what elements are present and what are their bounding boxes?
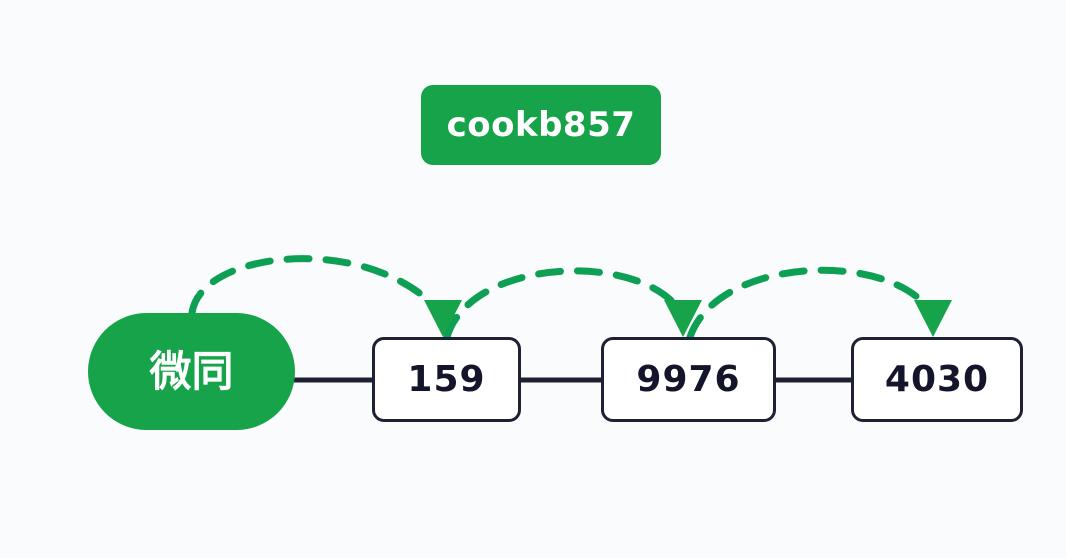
sequence-node-1[interactable]: 159 [372,337,521,422]
sequence-node-1-label: 159 [407,358,486,400]
sequence-node-2-label: 9976 [636,358,741,400]
root-node-label: 微同 [149,346,234,396]
arrowhead-icon-4030 [914,300,952,337]
arc-arrow-root-to-159 [188,255,444,317]
sequence-node-2[interactable]: 9976 [601,337,776,422]
root-node[interactable]: 微同 [88,313,295,430]
arc-arrow-9976-to-4030 [686,266,935,341]
title-badge: cookb857 [421,85,661,165]
arc-arrow-159-to-9976 [443,267,685,341]
sequence-node-3[interactable]: 4030 [851,337,1023,422]
arrowhead-icon-9976 [664,300,702,337]
arrowheads [424,300,952,337]
sequence-node-3-label: 4030 [884,358,990,400]
title-badge-label: cookb857 [446,105,636,145]
arc-arrows [188,255,935,341]
arrowhead-icon-159 [424,300,462,337]
